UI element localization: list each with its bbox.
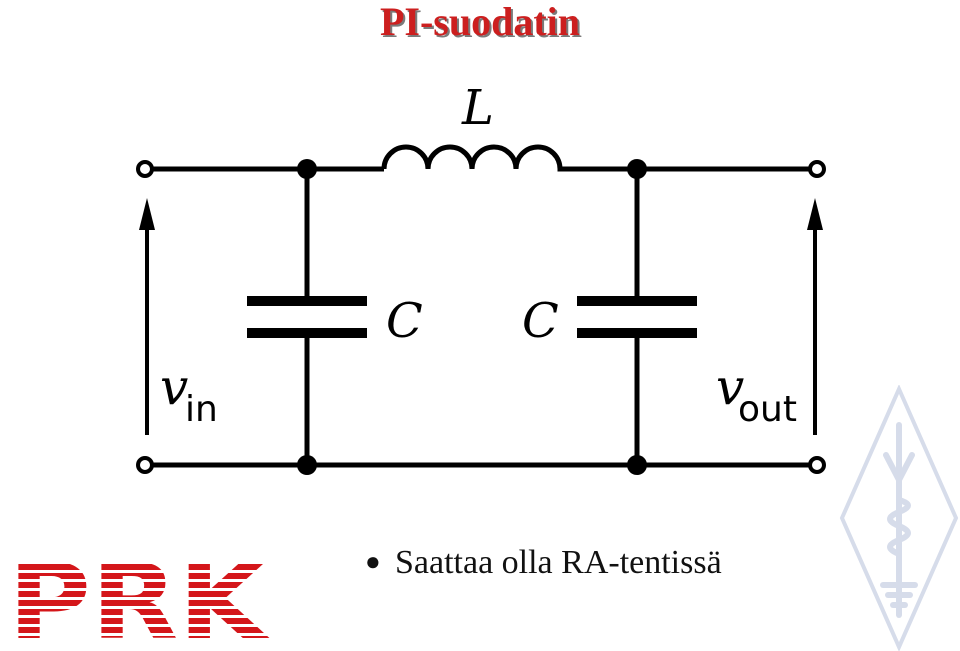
junction-dot [297,455,317,475]
bullet-text: Saattaa olla RA-tentissä [395,544,722,581]
bullet-dot-icon: ● [365,547,381,576]
prk-logo-stripe [8,636,270,642]
bullet-item: ● Saattaa olla RA-tentissä [365,540,722,585]
prk-logo-stripe [8,627,270,633]
junction-dot [297,159,317,179]
prk-logo-stripe [8,582,270,588]
prk-logo-stripe [8,618,270,624]
vout-arrow-head [807,198,823,230]
bullet-list: ● Saattaa olla RA-tentissä [365,540,722,585]
prk-logo-stripe [8,555,270,561]
left-capacitor-label: C [386,293,423,349]
prk-logo-stripe [8,609,270,615]
prk-logo-stripe [8,546,270,552]
terminal-output-bottom [808,456,826,474]
junction-dot [627,159,647,179]
terminal-input-top [136,160,154,178]
prk-logo: PRK [0,540,275,651]
right-capacitor-plate-top [577,296,697,306]
right-capacitor-plate-bottom [577,328,697,338]
vin-symbol: v [160,358,188,416]
left-capacitor-plate-top [247,296,367,306]
slide-title: PI-suodatin [379,0,581,44]
junction-dot [627,455,647,475]
sral-antenna-diamond-icon [839,385,959,651]
prk-logo-stripe [8,564,270,570]
vin-arrow-head [139,198,155,230]
prk-logo-stripe [8,600,270,606]
prk-logo-stripe [8,591,270,597]
terminal-output-top [808,160,826,178]
terminal-input-bottom [136,456,154,474]
vout-symbol: v [716,358,744,416]
left-capacitor-plate-bottom [247,328,367,338]
inductor-coil [381,144,563,172]
vout-subscript: out [738,389,797,430]
inductor-label: L [461,80,494,136]
vin-subscript: in [185,389,218,430]
prk-logo-stripe [8,573,270,579]
right-capacitor-label: C [522,293,559,349]
